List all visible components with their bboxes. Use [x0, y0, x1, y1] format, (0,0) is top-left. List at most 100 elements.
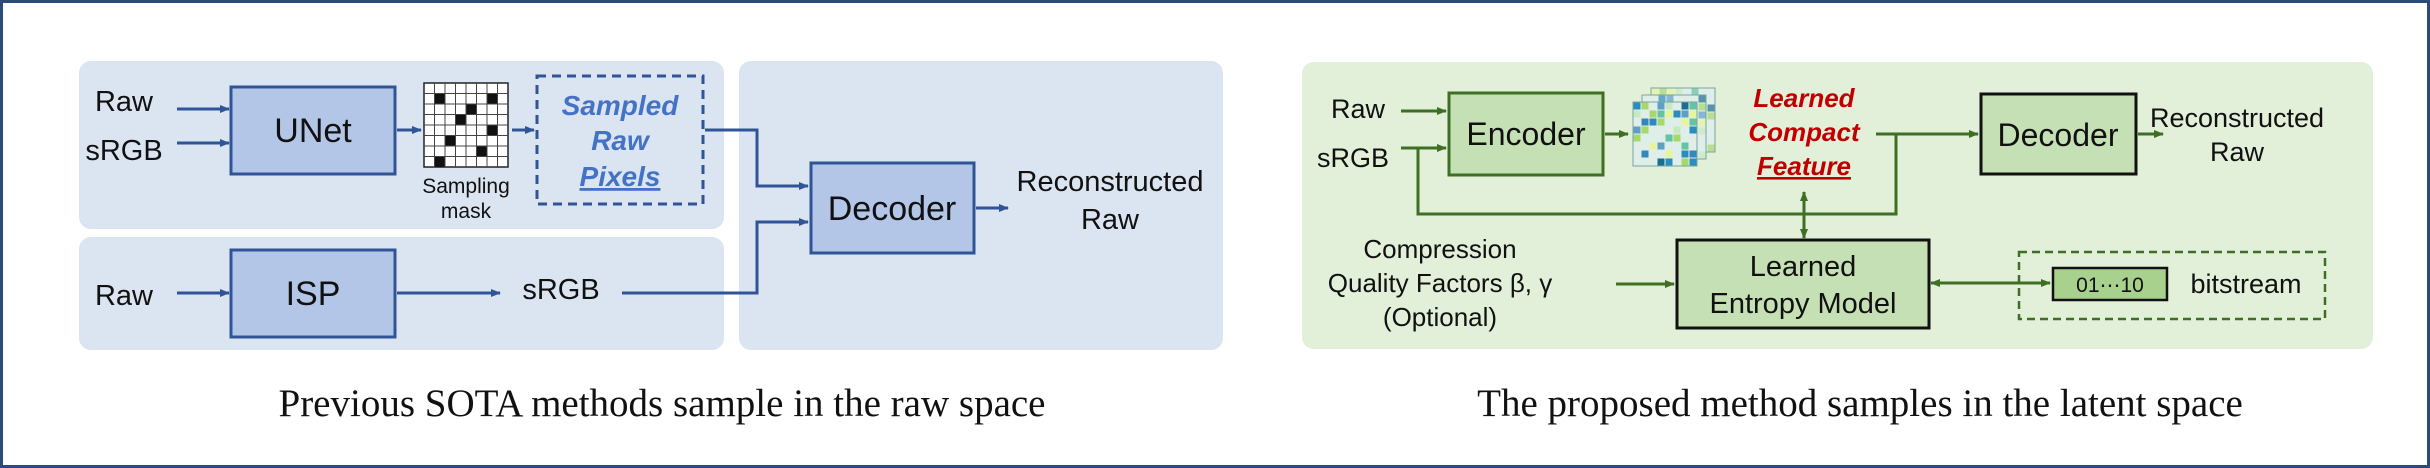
- feature-map-cell: [1681, 142, 1689, 150]
- feature-map-cell: [1657, 142, 1665, 150]
- proposed-srgb-input-label: sRGB: [1317, 143, 1389, 173]
- learned-feature-line1: Learned: [1753, 83, 1855, 113]
- right-output-line1: Reconstructed: [2150, 103, 2324, 133]
- isp-srgb-label: sRGB: [522, 274, 599, 306]
- feature-map-cell: [1689, 102, 1697, 110]
- feature-map-cell: [1633, 110, 1641, 118]
- isp-box: [229, 248, 397, 339]
- proposed-decoder-box: [1979, 92, 2138, 176]
- quality-line1: Compression: [1363, 234, 1516, 264]
- feature-map-cell: [1698, 127, 1706, 135]
- srgb-to-decoder-arrow: [622, 218, 809, 295]
- right-output-line2: Raw: [2210, 137, 2265, 167]
- left-caption: Previous SOTA methods sample in the raw …: [279, 382, 1046, 425]
- feature-map-cell: [1689, 158, 1697, 166]
- right-caption: The proposed method samples in the laten…: [1477, 382, 2243, 425]
- sampled-pixels-line2: Raw: [591, 125, 651, 156]
- feature-map-cell: [1657, 158, 1665, 166]
- feature-map-cell: [1665, 110, 1673, 118]
- proposed-decoder-label: Decoder: [1998, 117, 2119, 153]
- srgb-skip-connection: [1416, 134, 1898, 216]
- feature-map-cell: [1681, 110, 1689, 118]
- feature-map-cell: [1641, 118, 1649, 126]
- feature-map-cell: [1707, 144, 1715, 152]
- feature-map-cell: [1667, 88, 1675, 96]
- feature-map-cell: [1651, 88, 1659, 96]
- feature-map-cell: [1649, 110, 1657, 118]
- feature-map-cell: [1689, 110, 1697, 118]
- feature-map-cell: [1633, 102, 1641, 110]
- feature-map-cell: [1633, 126, 1641, 134]
- feature-map-cell: [1633, 134, 1641, 142]
- feature-map-cell: [1673, 110, 1681, 118]
- feature-map-cell: [1665, 102, 1673, 110]
- feature-map-cell: [1641, 102, 1649, 110]
- feature-map-cell: [1657, 110, 1665, 118]
- feature-map-cell: [1707, 104, 1715, 112]
- encoder-box: [1447, 91, 1605, 177]
- entropy-line2: Entropy Model: [1710, 288, 1897, 320]
- sampling-mask-label-line2: mask: [441, 200, 492, 223]
- feature-map-cell: [1665, 158, 1673, 166]
- feature-map-cell: [1698, 151, 1706, 159]
- quality-line3: (Optional): [1383, 302, 1497, 332]
- feature-map-cell: [1681, 158, 1689, 166]
- sampling-mask-label-line1: Sampling: [422, 175, 510, 198]
- feature-map-cell: [1691, 88, 1699, 96]
- mask-sample-cell: [487, 125, 498, 136]
- unet-box: [229, 85, 397, 176]
- feature-map-cell: [1681, 118, 1689, 126]
- feature-map-cell: [1649, 142, 1657, 150]
- bits-label: 01⋯10: [2076, 274, 2144, 297]
- isp-raw-label: Raw: [95, 280, 154, 312]
- feature-map-cell: [1689, 126, 1697, 134]
- feature-map-cell: [1689, 118, 1697, 126]
- feature-map-cell: [1641, 126, 1649, 134]
- left-output-line1: Reconstructed: [1017, 166, 1204, 198]
- feature-map-cell: [1675, 88, 1683, 96]
- feature-map-cell: [1666, 95, 1674, 103]
- feature-map-cell: [1659, 88, 1667, 96]
- left-output-line2: Raw: [1081, 204, 1140, 236]
- entropy-model-box: [1675, 238, 1931, 330]
- mask-sample-cell: [466, 104, 477, 115]
- srgb-input-label: sRGB: [85, 135, 162, 167]
- entropy-line1: Learned: [1750, 251, 1856, 283]
- encoder-label: Encoder: [1466, 116, 1586, 152]
- feature-map-cell: [1657, 102, 1665, 110]
- proposed-raw-input-label: Raw: [1331, 94, 1386, 124]
- mask-sample-cell: [434, 93, 445, 104]
- feature-map-cell: [1673, 134, 1681, 142]
- feature-map-cell: [1649, 118, 1657, 126]
- feature-map-cell: [1658, 95, 1666, 103]
- decoder-label: Decoder: [828, 190, 957, 228]
- mask-sample-cell: [434, 156, 445, 167]
- learned-feature-line3: Feature: [1757, 151, 1851, 181]
- feature-map-cell: [1665, 134, 1673, 142]
- latent-feature-maps: [1632, 87, 1716, 167]
- learned-feature-line2: Compact: [1748, 117, 1861, 147]
- raw-input-label: Raw: [95, 86, 154, 118]
- isp-label: ISP: [286, 275, 341, 313]
- bits-box: [2051, 266, 2169, 302]
- mask-sample-cell: [455, 114, 466, 125]
- sampling-mask-grid: [423, 82, 509, 168]
- decoder-branch-bg: [739, 61, 1223, 350]
- left-panel: Raw sRGB UNet Sampling mask Sampled Raw …: [79, 61, 1223, 350]
- sampled-pixels-line3: Pixels: [580, 161, 661, 192]
- quality-line2: Quality Factors β, γ: [1328, 268, 1552, 298]
- feature-map-cell: [1681, 150, 1689, 158]
- unet-label: UNet: [274, 112, 352, 150]
- decoder-box: [809, 161, 976, 255]
- mask-sample-cell: [445, 135, 456, 146]
- sampled-pixels-line1: Sampled: [562, 90, 680, 121]
- feature-map-cell: [1641, 150, 1649, 158]
- mask-sample-cell: [476, 146, 487, 157]
- feature-map-cell: [1698, 103, 1706, 111]
- feature-map-cell: [1673, 126, 1681, 134]
- mask-sample-cell: [487, 93, 498, 104]
- feature-map-cell: [1657, 118, 1665, 126]
- feature-map-cell: [1698, 111, 1706, 119]
